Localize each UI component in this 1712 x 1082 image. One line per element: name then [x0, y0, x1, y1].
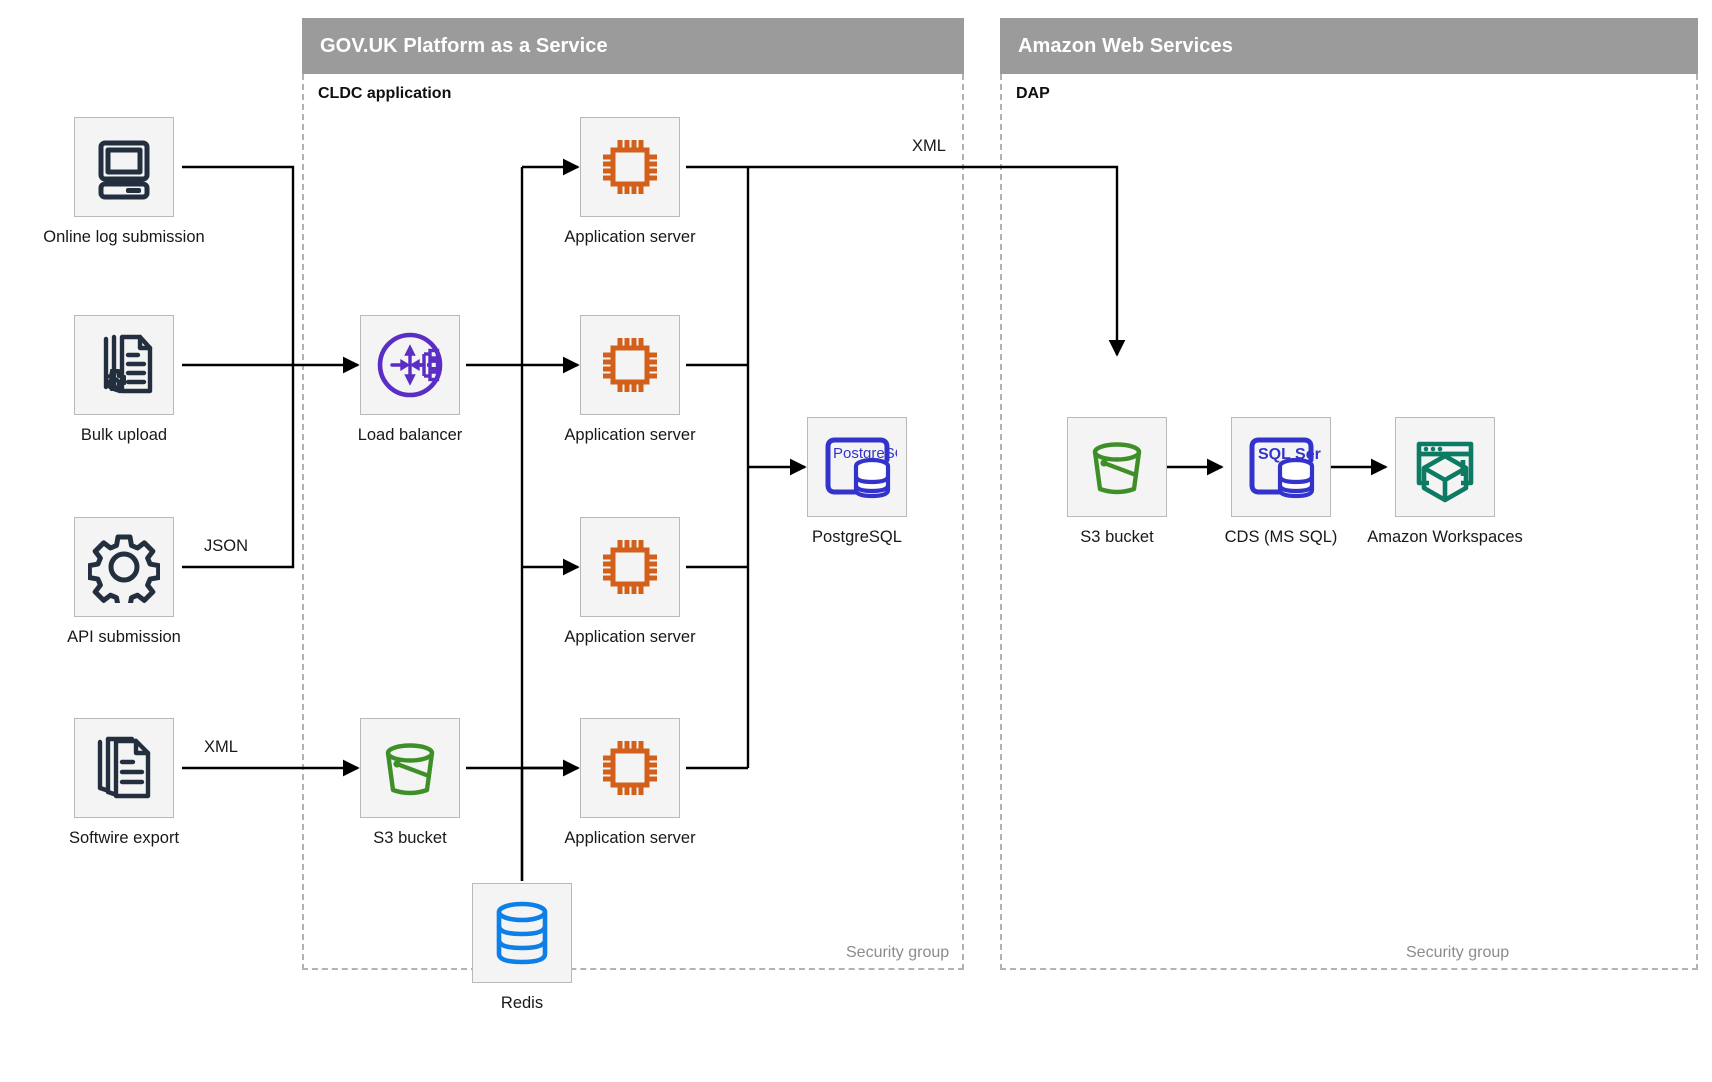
node-label-aws-s3-bucket: S3 bucket	[1080, 528, 1154, 546]
bucket-icon	[1079, 429, 1155, 505]
node-label-amazon-workspaces: Amazon Workspaces	[1367, 528, 1523, 546]
node-label-api-submission: API submission	[67, 628, 181, 646]
node-label-online-log-submission: Online log submission	[43, 228, 205, 246]
node-paas-s3-bucket[interactable]	[360, 718, 460, 818]
document-gear-icon	[88, 329, 160, 401]
documents-stack-icon	[88, 732, 160, 804]
group-header-paas: GOV.UK Platform as a Service	[302, 18, 964, 74]
node-online-log-submission[interactable]	[74, 117, 174, 217]
node-app-server-3[interactable]	[580, 517, 680, 617]
desktop-computer-icon	[88, 131, 160, 203]
node-label-app-server-1: Application server	[564, 228, 696, 246]
node-app-server-4[interactable]	[580, 718, 680, 818]
node-app-server-1[interactable]	[580, 117, 680, 217]
node-label-app-server-4: Application server	[564, 829, 696, 847]
node-redis[interactable]	[472, 883, 572, 983]
node-label-paas-s3-bucket: S3 bucket	[373, 829, 447, 847]
node-label-bulk-upload: Bulk upload	[80, 426, 168, 444]
node-app-server-2[interactable]	[580, 315, 680, 415]
node-api-submission[interactable]	[74, 517, 174, 617]
edge-label-xml-top: XML	[908, 137, 950, 156]
cpu-chip-icon	[594, 131, 666, 203]
node-aws-s3-bucket[interactable]	[1067, 417, 1167, 517]
node-label-app-server-2: Application server	[564, 426, 696, 444]
postgresql-icon: PostgreSQL	[817, 428, 897, 506]
group-body-paas	[302, 74, 964, 970]
node-label-postgresql: PostgreSQL	[812, 528, 902, 546]
node-label-load-balancer: Load balancer	[357, 426, 463, 444]
security-group-label-aws: Security group	[1400, 944, 1516, 962]
subgroup-label-cldc: CLDC application	[318, 85, 452, 102]
sql-server-icon-text: SQL Server	[1258, 446, 1321, 463]
sql-server-icon: SQL Server	[1241, 428, 1321, 506]
workspaces-cube-icon	[1407, 430, 1483, 504]
node-bulk-upload[interactable]	[74, 315, 174, 415]
edge-label-xml-left: XML	[200, 738, 242, 757]
node-amazon-workspaces[interactable]	[1395, 417, 1495, 517]
node-label-redis: Redis	[500, 994, 544, 1012]
cpu-chip-icon	[594, 732, 666, 804]
gear-icon	[88, 531, 160, 603]
node-load-balancer[interactable]	[360, 315, 460, 415]
database-cylinder-icon	[491, 897, 553, 969]
node-label-app-server-3: Application server	[564, 628, 696, 646]
cpu-chip-icon	[594, 329, 666, 401]
cpu-chip-icon	[594, 531, 666, 603]
node-label-softwire-export: Softwire export	[68, 829, 180, 847]
security-group-label-paas: Security group	[840, 944, 956, 962]
node-postgresql[interactable]: PostgreSQL	[807, 417, 907, 517]
node-softwire-export[interactable]	[74, 718, 174, 818]
postgresql-icon-text: PostgreSQL	[833, 445, 897, 462]
group-title-aws: Amazon Web Services	[1018, 34, 1233, 57]
group-header-aws: Amazon Web Services	[1000, 18, 1698, 74]
subgroup-label-dap: DAP	[1016, 85, 1050, 102]
bucket-icon	[372, 730, 448, 806]
group-body-aws	[1000, 74, 1698, 970]
node-cds-ms-sql[interactable]: SQL Server	[1231, 417, 1331, 517]
edge-label-json: JSON	[200, 537, 253, 556]
node-label-cds-ms-sql: CDS (MS SQL)	[1224, 528, 1338, 546]
load-balancer-icon	[371, 326, 449, 404]
group-title-paas: GOV.UK Platform as a Service	[320, 34, 608, 57]
